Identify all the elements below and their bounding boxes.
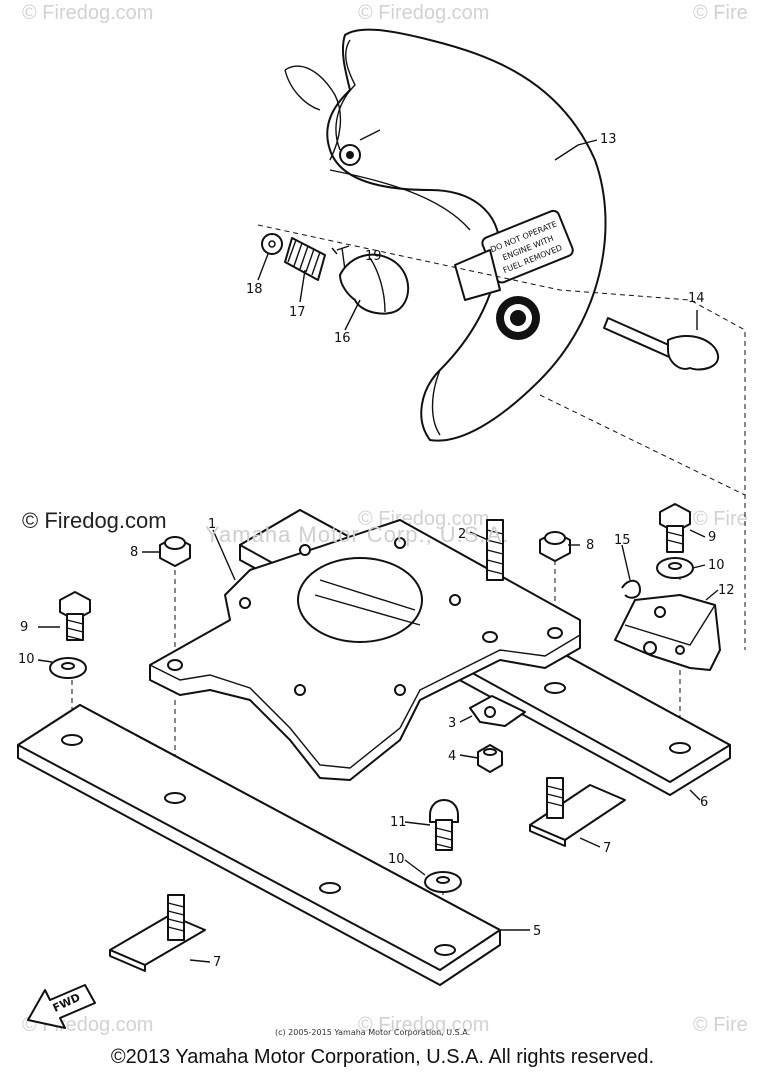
cap-nut-right (539, 531, 571, 562)
washer (49, 657, 87, 679)
watermark: © Fire (693, 1014, 748, 1036)
callout-18: 18 (246, 282, 263, 297)
callout-3: 3 (448, 716, 456, 731)
base-bracket (149, 519, 581, 781)
callout-7: 7 (603, 841, 611, 856)
bolt-right (659, 503, 691, 553)
spring-part (284, 237, 326, 281)
callout-12: 12 (718, 583, 735, 598)
yamaha-emblem (496, 296, 540, 340)
callout-4: 4 (448, 749, 456, 764)
watermark: © Firedog.com (358, 2, 490, 24)
latch-bracket (614, 594, 721, 671)
cap-nut-left (159, 536, 191, 567)
watermark: © Firedog.com (22, 508, 167, 533)
watermark: © Fire (693, 2, 748, 24)
knob-assembly (261, 233, 410, 315)
callout-1: 1 (208, 517, 216, 532)
watermark: © Firedog.com (22, 2, 154, 24)
overlay-watermark: Yamaha Motor Corp., U.S.A. (205, 522, 510, 547)
callout-9: 9 (708, 530, 716, 545)
watermark: © Fire (693, 508, 748, 530)
callout-5: 5 (533, 924, 541, 939)
watermark: © Firedog.com (358, 1014, 490, 1036)
dome-bolt (429, 799, 459, 851)
callout-19: 19 (365, 249, 382, 264)
snap-clip (621, 579, 641, 599)
washer (424, 871, 462, 893)
callout-8: 8 (130, 545, 138, 560)
mounting-plate-long (17, 704, 501, 986)
copyright-footer: ©2013 Yamaha Motor Corporation, U.S.A. A… (110, 1046, 655, 1068)
t-bolt (529, 777, 626, 847)
t-bolt (109, 894, 206, 972)
callout-9: 9 (20, 620, 28, 635)
callout-14: 14 (688, 291, 705, 306)
callout-6: 6 (700, 795, 708, 810)
callout-16: 16 (334, 331, 351, 346)
stud-bolt (486, 519, 504, 581)
hex-nut (477, 744, 503, 773)
callout-15: 15 (614, 533, 631, 548)
callout-17: 17 (289, 305, 306, 320)
forward-arrow-icon: FWD (27, 984, 96, 1029)
cowling-part: DO NOT OPERATE ENGINE WITH FUEL REMOVED (284, 28, 607, 442)
washer (656, 557, 694, 579)
tab-plate (469, 695, 526, 727)
bolt-left (59, 591, 91, 641)
callout-11: 11 (390, 815, 407, 830)
callout-2: 2 (458, 527, 466, 542)
callout-8: 8 (586, 538, 594, 553)
fine-print: (c) 2005-2015 Yamaha Motor Corporation, … (275, 1028, 471, 1037)
lock-pin-part (603, 317, 720, 371)
callout-10: 10 (18, 652, 35, 667)
callout-10: 10 (708, 558, 725, 573)
callout-7: 7 (213, 955, 221, 970)
callout-13: 13 (600, 132, 617, 147)
callout-10: 10 (388, 852, 405, 867)
